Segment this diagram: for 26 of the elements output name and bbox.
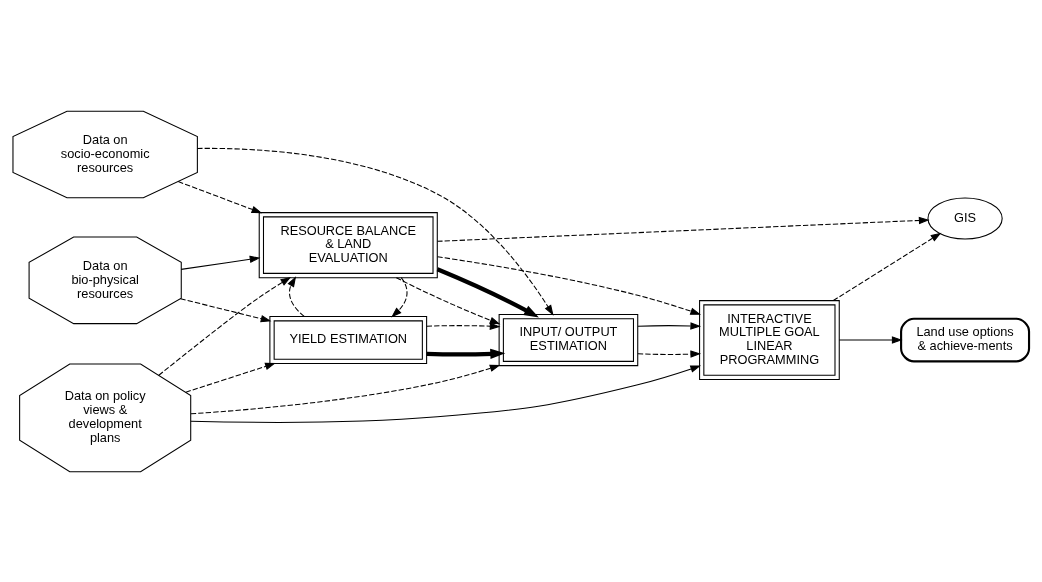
arrow (838, 335, 903, 344)
arrow (637, 321, 702, 330)
arrow (637, 349, 702, 358)
node-box: YIELD ESTIMATION (269, 315, 428, 364)
arrow (196, 147, 554, 316)
arrow (426, 321, 501, 330)
arrow (391, 276, 408, 317)
arrow (436, 266, 539, 317)
node-box: INTERACTIVE MULTIPLE GOAL LINEAR PROGRAMMING (699, 299, 840, 380)
arrow (190, 365, 702, 423)
arrow (185, 362, 276, 393)
arrow (832, 232, 942, 301)
arrow (190, 364, 501, 414)
node-box: Land use options & achieve-ments (900, 317, 1031, 362)
arrow (179, 297, 272, 322)
arrow (177, 180, 263, 213)
arrow (158, 276, 292, 376)
node-box: RESOURCE BALANCE & LAND EVALUATION (258, 211, 438, 278)
arrow (180, 255, 261, 270)
arrow (436, 216, 930, 242)
arrow (287, 275, 305, 317)
arrow (395, 276, 501, 324)
node-box: INPUT/ OUTPUT ESTIMATION (498, 313, 639, 366)
arrow (436, 255, 702, 315)
node-ellipse: GIS (927, 197, 1003, 239)
arrow (426, 348, 506, 359)
